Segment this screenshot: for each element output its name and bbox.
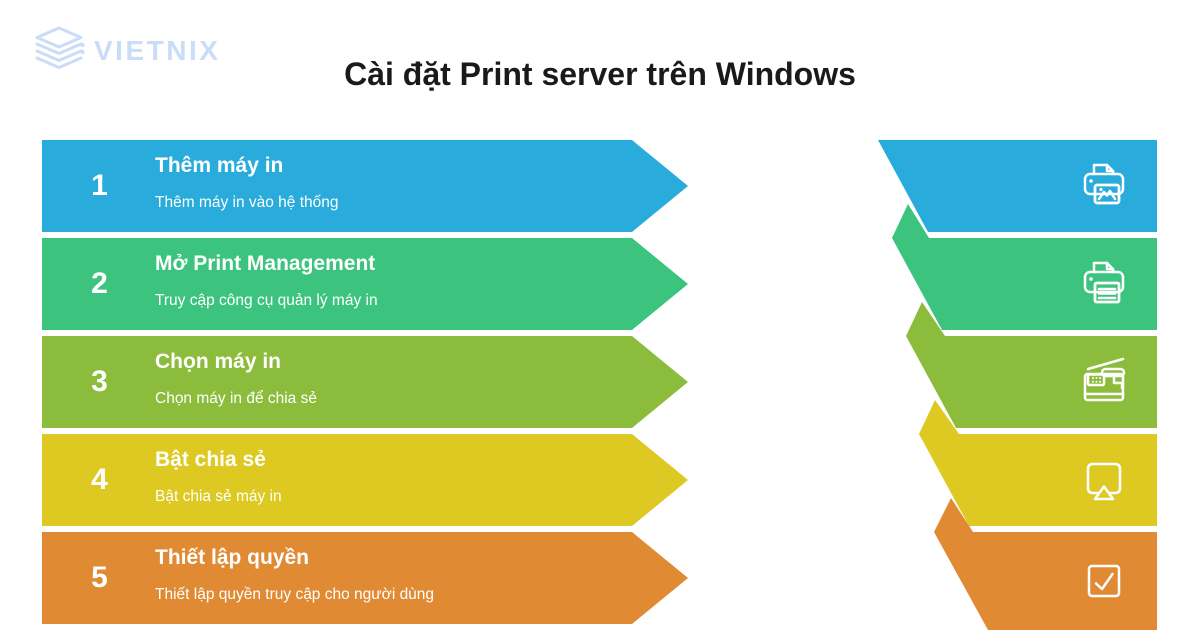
- step-number: 5: [91, 561, 108, 594]
- step-title: Thiết lập quyền: [155, 546, 310, 569]
- step-subtitle: Thêm máy in vào hệ thống: [155, 194, 339, 211]
- step-banner-3: 3 Chọn máy in Chọn máy in để chia sẻ: [42, 336, 688, 428]
- page-title: Cài đặt Print server trên Windows: [344, 56, 856, 92]
- printer-photo-icon: [1076, 158, 1132, 214]
- step-number: 1: [91, 169, 108, 202]
- vietnix-stack-logo-icon: [35, 26, 85, 69]
- right-ribbon-graphic: [878, 140, 1157, 630]
- vietnix-logo: VIETNIX: [28, 24, 220, 82]
- step-title: Bật chia sẻ: [155, 448, 266, 471]
- step-number: 2: [91, 267, 108, 300]
- step-banner-1: 1 Thêm máy in Thêm máy in vào hệ thống: [42, 140, 688, 232]
- step-number: 4: [91, 463, 108, 496]
- logo-brand-text: VIETNIX: [94, 35, 221, 66]
- step-banner-2: 2 Mở Print Management Truy cập công cụ q…: [42, 238, 688, 330]
- step-title: Thêm máy in: [155, 154, 284, 177]
- copier-scanner-icon: [1076, 354, 1132, 410]
- step-banner-4: 4 Bật chia sẻ Bật chia sẻ máy in: [42, 434, 688, 526]
- step-number: 3: [91, 365, 108, 398]
- step-subtitle: Thiết lập quyền truy cập cho người dùng: [155, 586, 435, 603]
- step-title: Mở Print Management: [155, 252, 376, 275]
- checkbox-check-icon: [1076, 553, 1132, 609]
- step-subtitle: Truy cập công cụ quản lý máy in: [155, 292, 378, 309]
- ribbon-2: [892, 204, 1157, 330]
- step-title: Chọn máy in: [155, 350, 282, 373]
- step-subtitle: Bật chia sẻ máy in: [155, 488, 282, 505]
- printer-document-icon: [1076, 256, 1132, 312]
- step-subtitle: Chọn máy in để chia sẻ: [155, 390, 317, 407]
- ribbon-3: [906, 302, 1157, 428]
- step-banner-5: 5 Thiết lập quyền Thiết lập quyền truy c…: [42, 532, 688, 624]
- share-cast-icon: [1076, 452, 1132, 508]
- ribbon-1: [878, 140, 1157, 232]
